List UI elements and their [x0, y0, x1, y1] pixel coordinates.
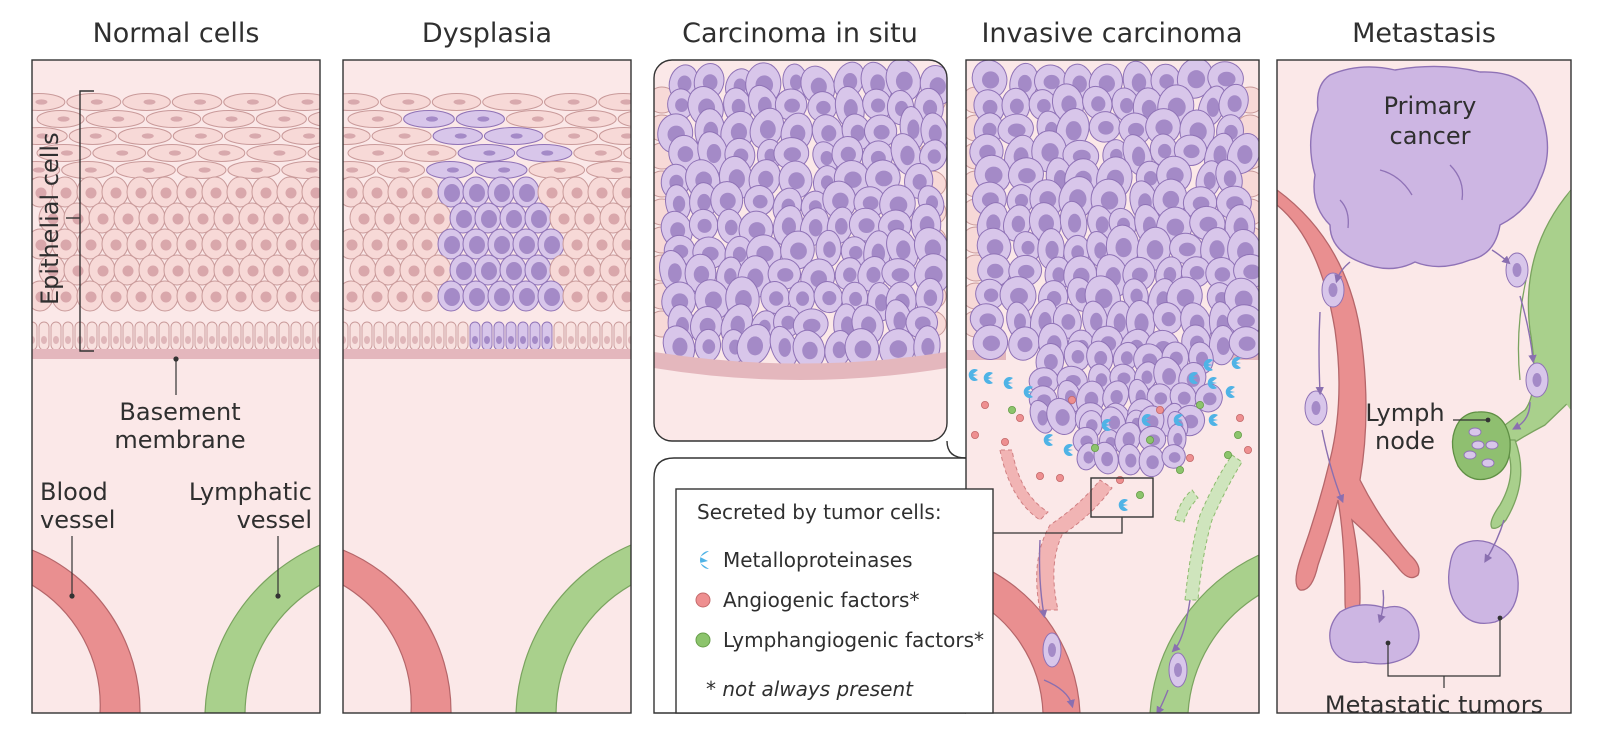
epithelial-cell: [313, 256, 320, 284]
legend: Secreted by tumor cells: Metalloproteina…: [675, 488, 994, 714]
metalloproteinase-icon: [983, 372, 993, 384]
metalloproteinase-icon: [1141, 414, 1151, 426]
panel-dysplasia: [342, 59, 632, 714]
basement-label-line1: Basement: [119, 398, 240, 426]
in-situ-epithelium: [654, 60, 947, 370]
secreted-factors: [968, 357, 1253, 713]
panel-invasive-carcinoma: [965, 59, 1260, 714]
metalloproteinase-icon: [968, 369, 978, 381]
metalloproteinase-icon: [1208, 414, 1218, 426]
primary-cancer-label-line2: cancer: [1390, 122, 1471, 150]
angiogenic-dot-icon: [695, 592, 711, 608]
epithelial-cell: [598, 93, 631, 111]
epithelial-cell: [307, 145, 320, 161]
legend-item-label: Metalloproteinases: [723, 548, 913, 572]
title-metastasis: Metastasis: [1352, 18, 1496, 49]
panel-normal-cells: Epithelial cells Basement membrane Blood…: [31, 59, 321, 714]
lymphatic-vessel-label-line1: Lymphatic: [189, 478, 312, 506]
title-invasive-carcinoma: Invasive carcinoma: [981, 18, 1242, 49]
lymphatic-vessel-label-line2: vessel: [237, 506, 312, 534]
epithelial-cell: [623, 146, 631, 160]
epithelial-cell: [313, 204, 320, 232]
basement-membrane: [32, 349, 320, 359]
epithelial-cell: [598, 127, 631, 145]
epithelial-cell: [32, 127, 68, 145]
legend-item-lymphangiogenic: Lymphangiogenic factors*: [695, 628, 984, 652]
metalloproteinase-icon: [1225, 386, 1235, 399]
epithelial-cell: [307, 111, 320, 127]
legend-note: * not always present: [706, 677, 914, 701]
invasive-tumor: [966, 60, 1259, 478]
metalloproteinase-icon: [1207, 377, 1217, 389]
epithelial-cell: [624, 256, 631, 284]
dysplastic-epithelium: [343, 93, 631, 351]
metastatic-tumor: [1329, 604, 1420, 665]
title-dysplasia: Dysplasia: [422, 18, 552, 49]
blood-vessel-label-line1: Blood: [40, 478, 108, 506]
metalloproteinase-icon: [1231, 357, 1241, 369]
metastatic-tumor: [1447, 540, 1519, 625]
epithelial-cell: [624, 204, 631, 232]
metalloproteinase-icon: [1188, 372, 1198, 384]
blood-vessel-label-line2: vessel: [40, 506, 115, 534]
epithelial-cell: [617, 111, 631, 127]
lymph-node-label-line1: Lymph: [1365, 399, 1444, 427]
primary-cancer-label-line1: Primary: [1384, 92, 1477, 120]
panel-metastasis: Primary cancer Lymph node Metastatic tum…: [1276, 59, 1572, 719]
panel-carcinoma-in-situ: [653, 59, 967, 714]
legend-item-label: Lymphangiogenic factors*: [723, 628, 984, 652]
metalloproteinase-icon: [700, 551, 709, 569]
primary-cancer-mass: [1309, 65, 1549, 270]
title-normal-cells: Normal cells: [93, 18, 260, 49]
metastatic-tumors-label: Metastatic tumors: [1325, 691, 1543, 719]
legend-item-metalloproteinases: Metalloproteinases: [700, 548, 913, 572]
epithelial-cell: [277, 93, 320, 111]
epithelial-bracket: [79, 90, 94, 352]
metalloproteinase-icon: [1118, 498, 1128, 512]
normal-epithelium: [32, 93, 320, 351]
efferent-lymph-vessel: [1490, 439, 1522, 529]
legend-title: Secreted by tumor cells:: [697, 500, 942, 524]
metalloproteinase-icon: [1043, 434, 1053, 447]
epithelial-cell: [281, 127, 320, 145]
metalloproteinase-icon: [1003, 377, 1013, 389]
metalloproteinase-icon: [1203, 359, 1213, 372]
epithelial-cell: [32, 93, 66, 111]
epithelial-cell: [343, 127, 371, 145]
lymph-node-label-line2: node: [1375, 427, 1435, 455]
epithelial-cell: [586, 161, 631, 179]
legend-item-label: Angiogenic factors*: [723, 588, 919, 612]
lymphangiogenic-dot-icon: [695, 632, 711, 648]
epithelial-cell: [343, 93, 379, 111]
title-carcinoma-in-situ: Carcinoma in situ: [682, 18, 918, 49]
metalloproteinase-icon: [1101, 419, 1111, 432]
metalloproteinase-icon: [1173, 414, 1183, 426]
metalloproteinase-icon: [1023, 386, 1033, 399]
legend-item-angiogenic: Angiogenic factors*: [695, 588, 919, 612]
basement-membrane: [654, 352, 947, 380]
basement-label-line2: membrane: [114, 426, 245, 454]
epithelial-cells-label: Epithelial cells: [36, 132, 64, 305]
metalloproteinase-icon: [1063, 444, 1073, 457]
